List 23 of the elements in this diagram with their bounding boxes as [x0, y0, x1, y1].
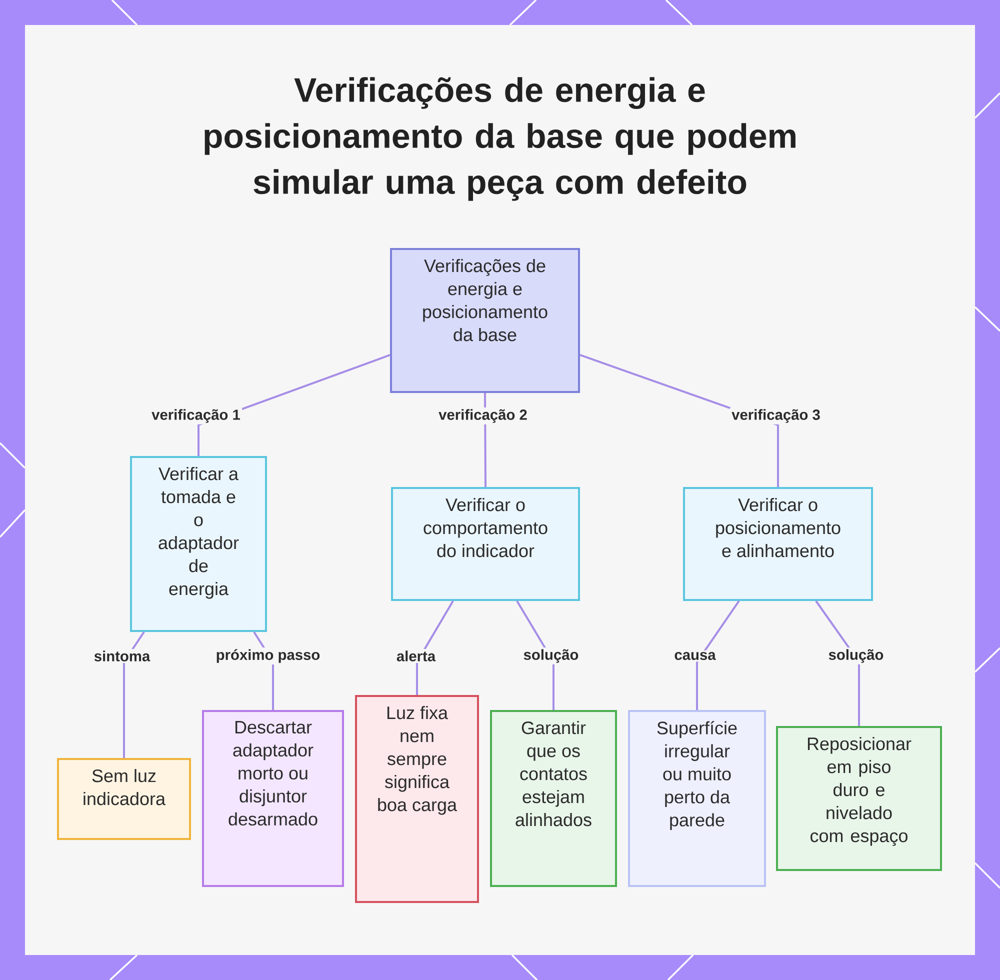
detail-box: Reposicionar em piso duro e nivelado com espaço — [776, 726, 942, 871]
category-box: Verificar o comportamento do indicador — [391, 487, 580, 601]
edge-label: verificação 2 — [436, 408, 530, 424]
connector-line — [416, 600, 454, 695]
detail-box: Superfície irregular ou muito perto da parede — [628, 710, 766, 887]
category-box: Verificar a tomada e o adaptador de energia — [130, 456, 267, 632]
category-box: Verificar o posicionamento e alinhamento — [683, 487, 873, 601]
title: Verificações de energia e posicionamento da base que podem simular uma peça com defeito — [204, 77, 796, 201]
connector-line — [123, 631, 145, 758]
edge-label: verificação 3 — [730, 408, 822, 424]
detail-box: Garantir que os contatos estejam alinhados — [490, 710, 617, 887]
edge-label: sintoma — [92, 649, 152, 663]
edge-label: causa — [672, 650, 718, 662]
detail-box: Sem luz indicadora — [57, 758, 191, 840]
edge-label: solução — [826, 648, 886, 664]
detail-box: Descartar adaptador morto ou disjuntor desarmado — [202, 710, 344, 887]
detail-box: Luz fixa nem sempre significa boa carga — [355, 695, 479, 903]
edge-label: solução — [522, 648, 580, 664]
topic-box: Verificações de energia e posicionamento da base — [390, 248, 580, 393]
edge-label: verificação 1 — [150, 408, 242, 424]
edge-label: próximo passo — [214, 648, 322, 664]
connector-line — [696, 600, 740, 710]
edge-label: alerta — [394, 649, 438, 663]
